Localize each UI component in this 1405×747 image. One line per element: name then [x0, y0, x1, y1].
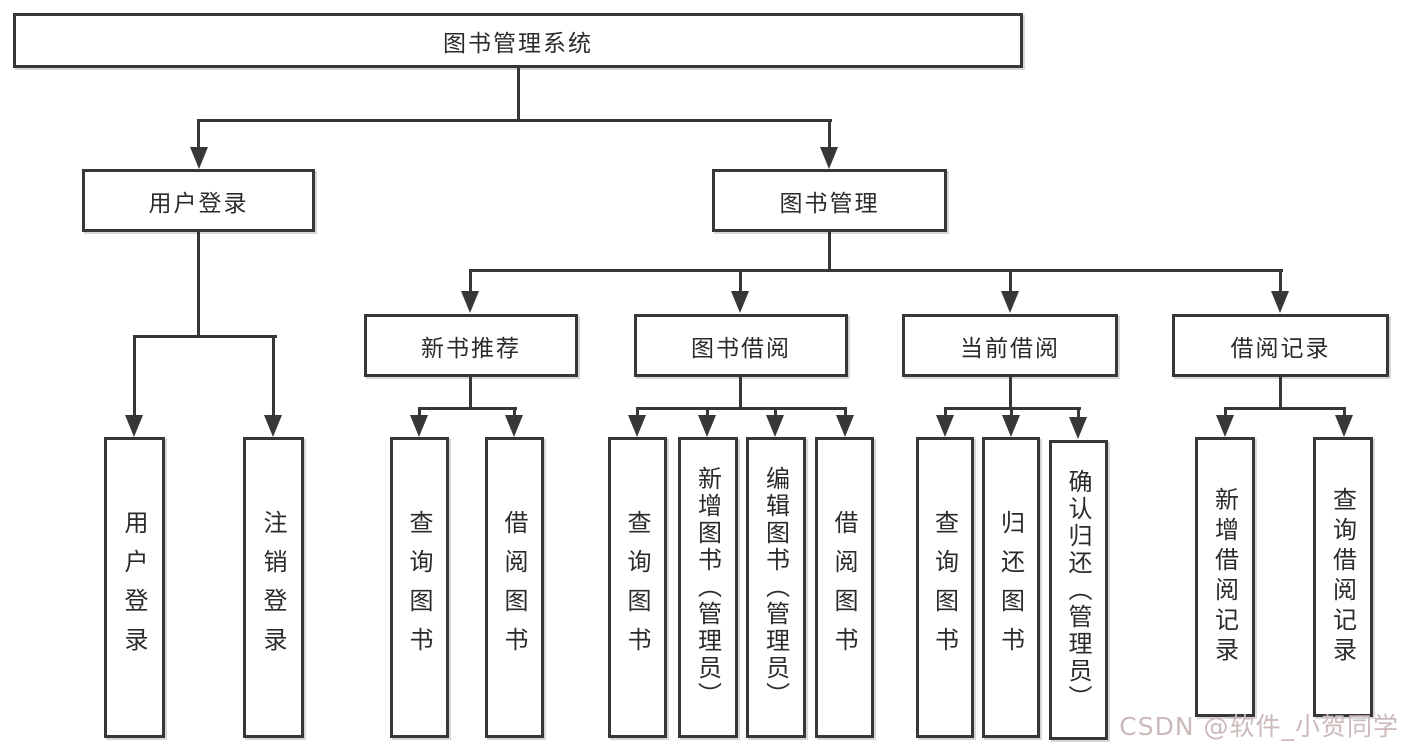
connector-line	[1224, 407, 1227, 417]
connector-line	[1010, 407, 1013, 417]
connector-line	[1343, 407, 1346, 417]
connector-line	[272, 335, 275, 417]
node-logout-leaf-label: 注销登录	[259, 509, 287, 666]
arrow-down-icon	[264, 415, 282, 437]
node-records-add-leaf: 新增借阅记录	[1195, 437, 1255, 717]
node-borrow-add-leaf: 新增图书（管理员）	[678, 437, 738, 738]
node-login-leaf-label: 用户登录	[120, 509, 148, 666]
node-records-query-label: 查询借阅记录	[1328, 487, 1357, 667]
node-new-book-recommend-label: 新书推荐	[421, 335, 521, 362]
connector-line	[469, 269, 472, 295]
node-new-book-recommend: 新书推荐	[364, 314, 578, 377]
connector-line	[828, 119, 831, 151]
node-current-return-leaf: 归还图书	[982, 437, 1040, 738]
node-records-query-leaf: 查询借阅记录	[1313, 437, 1373, 717]
arrow-down-icon	[628, 415, 646, 437]
connector-line	[133, 335, 136, 417]
arrow-down-icon	[1271, 291, 1289, 313]
arrow-down-icon	[1001, 291, 1019, 313]
connector-line	[739, 269, 742, 295]
node-borrow-edit-leaf: 编辑图书（管理员）	[746, 437, 806, 738]
connector-line	[739, 377, 742, 409]
node-recommend-query-label: 查询图书	[405, 509, 433, 666]
connector-line	[1009, 377, 1012, 409]
node-current-borrow-label: 当前借阅	[960, 335, 1060, 362]
connector-line	[513, 407, 516, 417]
connector-line	[197, 119, 832, 122]
arrow-down-icon	[410, 415, 428, 437]
node-borrow-records: 借阅记录	[1172, 314, 1389, 377]
node-book-borrow: 图书借阅	[634, 314, 848, 377]
connector-line	[1279, 269, 1282, 295]
connector-line	[418, 407, 421, 417]
node-borrow-query-leaf: 查询图书	[608, 437, 667, 738]
node-current-query-label: 查询图书	[930, 509, 959, 666]
connector-line	[1279, 377, 1282, 409]
node-user-login-label: 用户登录	[148, 190, 249, 217]
node-root-label: 图书管理系统	[443, 30, 593, 57]
connector-line	[133, 335, 277, 338]
node-current-borrow: 当前借阅	[902, 314, 1118, 377]
node-book-management-label: 图书管理	[779, 190, 880, 217]
arrow-down-icon	[820, 147, 838, 169]
connector-line	[1224, 407, 1346, 410]
node-borrow-book-label: 借阅图书	[830, 509, 858, 666]
arrow-down-icon	[505, 415, 523, 437]
arrow-down-icon	[836, 415, 854, 437]
connector-line	[1009, 269, 1012, 295]
connector-line	[944, 407, 947, 417]
arrow-down-icon	[190, 147, 208, 169]
arrow-down-icon	[1069, 417, 1087, 439]
arrow-down-icon	[461, 291, 479, 313]
arrow-down-icon	[698, 415, 716, 437]
arrow-down-icon	[936, 415, 954, 437]
connector-line	[197, 119, 200, 151]
node-current-confirm-label: 确认归还（管理员）	[1064, 468, 1092, 712]
connector-line	[469, 377, 472, 409]
node-current-return-label: 归还图书	[996, 509, 1025, 666]
node-login-leaf: 用户登录	[104, 437, 165, 738]
node-user-login: 用户登录	[82, 169, 315, 232]
connector-line	[1077, 407, 1080, 417]
node-recommend-borrow-leaf: 借阅图书	[485, 437, 544, 738]
node-logout-leaf: 注销登录	[243, 437, 304, 738]
connector-line	[706, 407, 709, 417]
arrow-down-icon	[1002, 415, 1020, 437]
connector-line	[418, 407, 517, 410]
arrow-down-icon	[731, 291, 749, 313]
node-recommend-query-leaf: 查询图书	[390, 437, 449, 738]
connector-line	[197, 232, 200, 337]
arrow-down-icon	[766, 415, 784, 437]
connector-line	[636, 407, 847, 410]
connector-line	[469, 269, 1283, 272]
csdn-watermark: CSDN @软件_小贺同学	[1119, 712, 1399, 741]
node-records-add-label: 新增借阅记录	[1210, 487, 1239, 667]
node-current-query-leaf: 查询图书	[916, 437, 974, 738]
connector-line	[774, 407, 777, 417]
node-book-management: 图书管理	[712, 169, 947, 232]
node-borrow-edit-label: 编辑图书（管理员）	[761, 466, 790, 709]
node-current-confirm-leaf: 确认归还（管理员）	[1049, 440, 1108, 740]
node-borrow-records-label: 借阅记录	[1230, 335, 1331, 362]
connector-line	[636, 407, 639, 417]
arrow-down-icon	[1335, 415, 1353, 437]
arrow-down-icon	[1216, 415, 1234, 437]
node-book-borrow-label: 图书借阅	[691, 335, 791, 362]
node-borrow-book-leaf: 借阅图书	[815, 437, 874, 738]
node-root: 图书管理系统	[13, 13, 1023, 68]
node-recommend-borrow-label: 借阅图书	[500, 509, 528, 666]
connector-line	[517, 68, 520, 121]
node-borrow-query-label: 查询图书	[623, 509, 651, 666]
connector-line	[828, 232, 831, 271]
node-borrow-add-label: 新增图书（管理员）	[693, 466, 722, 709]
arrow-down-icon	[125, 415, 143, 437]
connector-line	[844, 407, 847, 417]
